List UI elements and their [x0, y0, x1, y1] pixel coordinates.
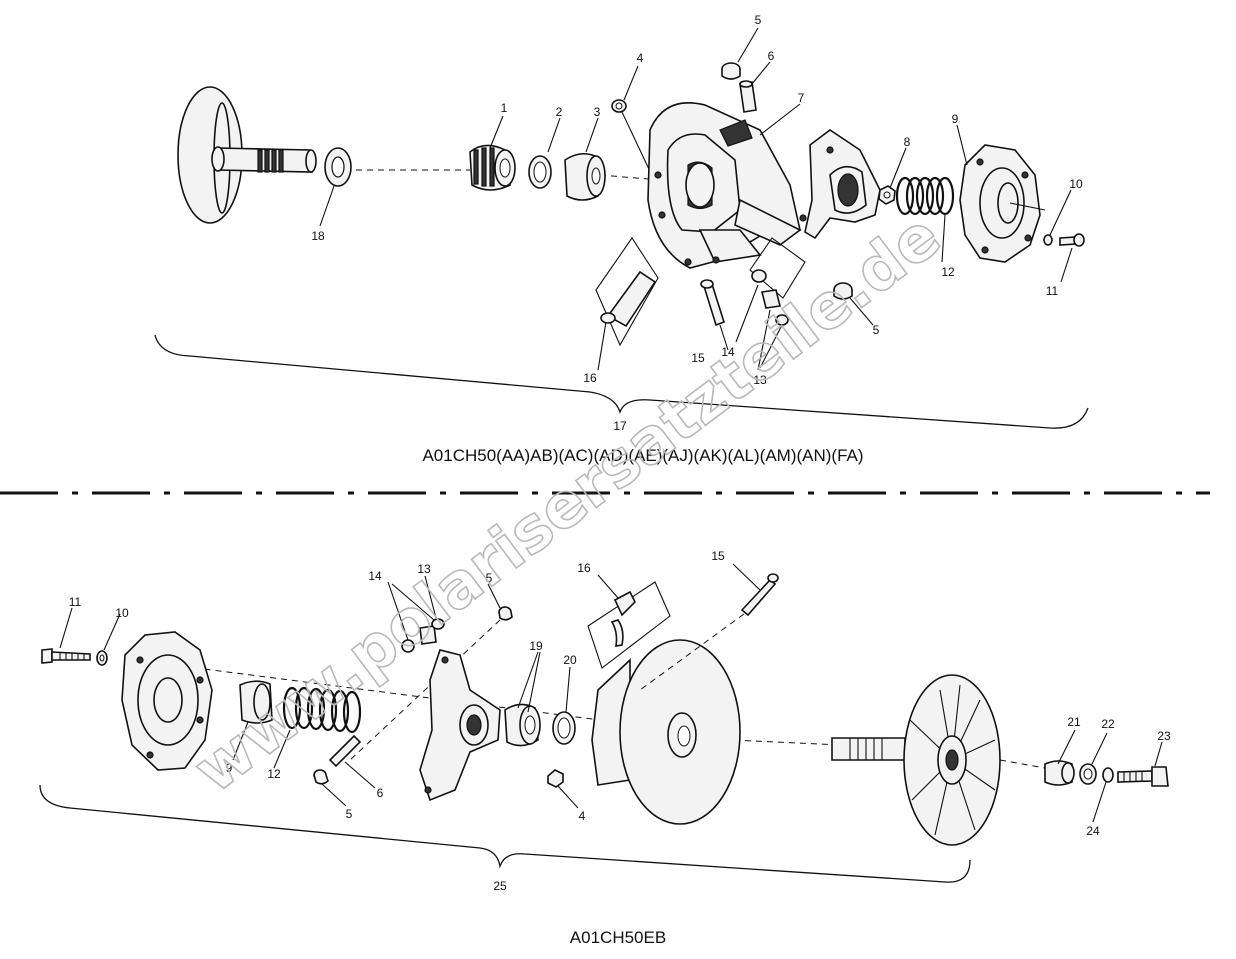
top-assembly: 1 2 3 4 5 6 7 8 9 10 11 12 13 14 15 16 5… — [154, 13, 1089, 465]
bottom-callout-23: 23 — [1157, 729, 1171, 743]
top-callout-15: 15 — [691, 351, 705, 365]
top-callout-18: 18 — [311, 229, 325, 243]
top-leader-lines — [319, 27, 1073, 371]
top-callout-3: 3 — [594, 105, 601, 119]
bottom-callout-24: 24 — [1086, 824, 1100, 838]
top-callout-11: 11 — [1046, 284, 1059, 298]
top-bolt-11 — [1059, 233, 1085, 247]
top-bolt-15 — [700, 279, 725, 327]
bottom-callout-21: 21 — [1067, 715, 1081, 729]
bottom-fixed-sheave — [831, 674, 1001, 846]
top-roller-13-14 — [749, 237, 806, 326]
top-callout-1: 1 — [501, 101, 508, 115]
bottom-callouts: 11 10 14 13 5 16 15 19 20 9 12 6 5 4 21 … — [69, 549, 1171, 893]
top-washer-18 — [324, 147, 352, 187]
top-callout-17: 17 — [613, 419, 627, 433]
top-cap-5b — [833, 282, 853, 300]
top-callout-13: 13 — [753, 373, 767, 387]
top-callout-16: 16 — [583, 371, 597, 385]
bottom-cap-5a — [498, 606, 513, 621]
bottom-callout-10: 10 — [115, 606, 129, 620]
bottom-brace-25 — [39, 784, 971, 883]
top-callout-9: 9 — [952, 112, 959, 126]
bottom-cover-9 — [121, 631, 213, 771]
bottom-callout-22: 22 — [1101, 717, 1115, 731]
top-callout-5a: 5 — [755, 13, 762, 27]
bottom-washer-22 — [1079, 763, 1097, 785]
top-bushing-1 — [469, 144, 516, 191]
top-callout-10: 10 — [1069, 177, 1083, 191]
bottom-washer-10 — [96, 650, 108, 666]
bottom-callout-5b: 5 — [346, 807, 353, 821]
top-pin-6 — [739, 80, 757, 113]
top-spacer-3 — [564, 152, 606, 201]
top-ring-2 — [528, 155, 552, 189]
bottom-sleeve-9 — [239, 680, 273, 724]
bottom-roller-13-14 — [401, 618, 445, 653]
bottom-weight-16 — [587, 581, 671, 669]
bottom-callout-12: 12 — [267, 767, 281, 781]
bottom-cap-5b — [313, 769, 329, 785]
bottom-callout-15: 15 — [711, 549, 725, 563]
top-fixed-sheave — [177, 86, 317, 224]
top-weight-16 — [595, 237, 659, 347]
bottom-bolt-15 — [740, 573, 779, 617]
top-callout-8: 8 — [904, 135, 911, 149]
top-cover-9 — [959, 144, 1046, 263]
bottom-callout-19: 19 — [529, 639, 543, 653]
bottom-callout-25: 25 — [493, 879, 507, 893]
top-spider — [799, 129, 881, 240]
bottom-nut-4 — [547, 769, 564, 788]
bottom-moveable-sheave — [591, 639, 741, 825]
bottom-model-code: A01CH50EB — [570, 928, 666, 947]
bottom-bolt-11 — [41, 648, 91, 664]
bottom-pin-6 — [328, 734, 362, 768]
bottom-assembly: 11 10 14 13 5 16 15 19 20 9 12 6 5 4 21 … — [39, 549, 1171, 947]
bottom-callout-14: 14 — [368, 569, 382, 583]
top-callout-5b: 5 — [873, 323, 880, 337]
top-moveable-sheave-7 — [647, 101, 802, 269]
top-cap-5 — [721, 62, 741, 80]
top-model-code: A01CH50(AA)AB)(AC)(AD)(AE)(AJ)(AK)(AL)(A… — [422, 446, 863, 465]
bottom-ring-20 — [552, 711, 576, 745]
bottom-bushing-19 — [504, 703, 541, 747]
bottom-callout-5a: 5 — [486, 571, 493, 585]
top-callout-6: 6 — [768, 49, 775, 63]
bottom-callout-6: 6 — [377, 786, 384, 800]
bottom-callout-11: 11 — [69, 595, 82, 609]
top-callout-4: 4 — [637, 51, 644, 65]
bottom-spacer-21 — [1044, 760, 1075, 786]
top-washer-10 — [1043, 234, 1053, 246]
bottom-spring-12 — [282, 686, 362, 734]
top-brace-17 — [154, 334, 1089, 429]
top-callout-7: 7 — [798, 91, 805, 105]
bottom-callout-16: 16 — [577, 561, 591, 575]
top-callout-14: 14 — [721, 345, 735, 359]
bottom-washer-24 — [1102, 767, 1114, 783]
bottom-callout-4: 4 — [579, 809, 586, 823]
bottom-callout-13: 13 — [417, 562, 431, 576]
top-callout-2: 2 — [556, 105, 563, 119]
bottom-callout-9: 9 — [226, 761, 233, 775]
bottom-bolt-23 — [1117, 766, 1169, 787]
top-callout-12: 12 — [941, 265, 955, 279]
bottom-callout-20: 20 — [563, 653, 577, 667]
bottom-spider — [419, 649, 501, 802]
top-spring-12 — [895, 176, 955, 216]
top-nut-8 — [878, 185, 896, 205]
bottom-leader-lines — [59, 563, 1163, 823]
top-callouts: 1 2 3 4 5 6 7 8 9 10 11 12 13 14 15 16 5… — [311, 13, 1083, 433]
